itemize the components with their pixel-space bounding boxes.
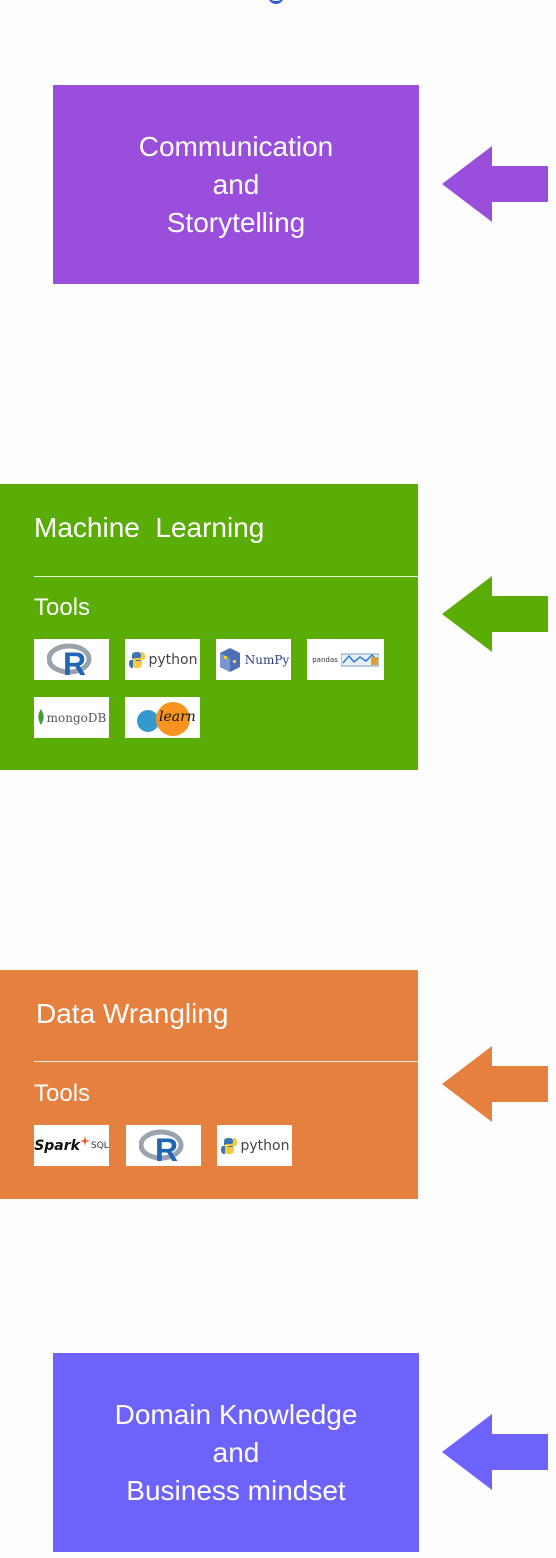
left-arrow-icon <box>442 146 548 222</box>
pandas-logo-icon: pandas <box>307 639 384 680</box>
communication-line-2: and <box>212 168 260 200</box>
domain-line-2: and <box>212 1436 260 1468</box>
spark-sql-label: SQL <box>90 1140 109 1151</box>
numpy-logo-label: NumPy <box>244 652 290 667</box>
machine-learning-title: Machine Learning <box>34 512 265 543</box>
left-arrow-icon <box>442 576 548 652</box>
communication-line-1: Communication <box>138 130 334 162</box>
data-wrangling-tools-label: Tools <box>34 1080 91 1107</box>
data-wrangling-title: Data Wrangling <box>36 998 229 1029</box>
svg-text:R: R <box>63 646 86 678</box>
domain-knowledge-box: Domain Knowledge and Business mindset <box>53 1353 419 1552</box>
spark-logo-label: Spark <box>34 1137 80 1154</box>
pandas-logo-label: pandas <box>312 655 338 664</box>
spark-sql-logo-icon: Spark SQL <box>34 1125 109 1166</box>
python-logo-label: python <box>148 651 198 668</box>
python-logo-icon: python <box>125 639 200 680</box>
r-logo-icon: R <box>126 1125 201 1166</box>
python-logo-icon: python <box>217 1125 292 1166</box>
scikit-learn-logo-label: learn <box>159 709 196 725</box>
left-arrow-icon <box>442 1414 548 1490</box>
domain-line-1: Domain Knowledge <box>114 1398 358 1430</box>
left-arrow-icon <box>442 1046 548 1122</box>
mongodb-logo-icon: mongoDB <box>34 697 109 738</box>
data-wrangling-divider <box>34 1061 418 1062</box>
communication-line-3: Storytelling <box>166 206 306 238</box>
mongodb-logo-label: mongoDB <box>46 710 107 725</box>
data-wrangling-box: Data Wrangling Tools Spark SQL R python <box>0 970 418 1199</box>
domain-line-3: Business mindset <box>126 1474 346 1506</box>
machine-learning-divider <box>34 576 418 577</box>
machine-learning-tools-label: Tools <box>34 594 91 621</box>
top-decoration <box>268 0 284 4</box>
machine-learning-box: Machine Learning Tools R python NumPy pa… <box>0 484 418 770</box>
communication-box: Communication and Storytelling <box>53 85 419 284</box>
svg-text:R: R <box>155 1132 178 1164</box>
python-logo-label: python <box>240 1137 290 1154</box>
numpy-logo-icon: NumPy <box>216 639 291 680</box>
r-logo-icon: R <box>34 639 109 680</box>
scikit-learn-logo-icon: learn <box>125 697 200 738</box>
